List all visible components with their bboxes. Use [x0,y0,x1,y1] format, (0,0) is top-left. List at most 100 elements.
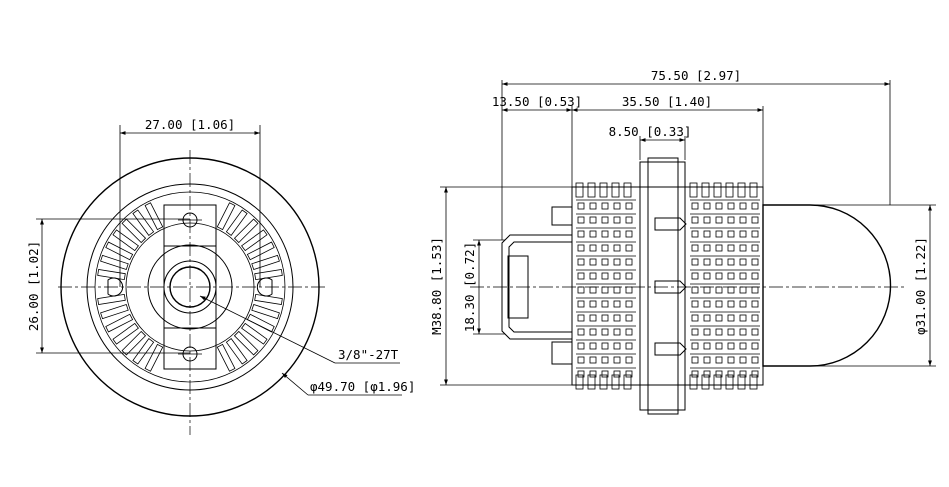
fin-cell [715,230,723,238]
fin-cell [739,370,747,378]
fin-tooth-top [725,182,734,198]
fin-cell [703,216,711,224]
radial-fin [241,322,268,345]
fin-tooth-top [749,182,758,198]
fin-tooth-top [611,182,620,198]
fin-cell [601,258,609,266]
fin-cell [703,230,711,238]
fin-cell [751,328,759,336]
fin-cell [613,300,621,308]
fin-cell [589,328,597,336]
fin-cell [625,286,633,294]
fin-cell [703,286,711,294]
fin-cell [751,356,759,364]
heatsink-ring-circle [94,191,286,383]
fin-cell [691,202,699,210]
fin-cell [727,216,735,224]
fin-cell [751,202,759,210]
fin-cell [727,286,735,294]
fin-cell [691,356,699,364]
fin-cell [751,230,759,238]
fin-cell [601,230,609,238]
fin-cell [703,356,711,364]
fin-cell [601,216,609,224]
fin-cell [739,216,747,224]
radial-fin [254,293,283,305]
fin-cell [577,314,585,322]
fin-cell [703,370,711,378]
fin-cell [703,328,711,336]
fin-cell [703,342,711,350]
fin-cell [739,244,747,252]
fin-cell [589,230,597,238]
fin-cell [613,258,621,266]
fin-tooth-top [701,182,710,198]
fin-cell [715,300,723,308]
radial-fin [225,338,248,365]
fin-cell [727,230,735,238]
fin-tooth-bottom [713,374,722,390]
fin-cell [739,314,747,322]
fin-cell [601,286,609,294]
fin-cell [727,314,735,322]
radial-fins [97,202,283,372]
radial-fin [97,269,126,281]
flange-pin-bottom [654,342,687,356]
fin-cell [613,370,621,378]
side-view: 75.50 [2.97] 13.50 [0.53] 35.50 [1.40] 8… [429,68,936,415]
fin-tooth-bottom [599,374,608,390]
fin-cell [727,202,735,210]
fin-cell [715,258,723,266]
fin-cell [613,314,621,322]
fin-tooth-bottom [737,374,746,390]
fin-cell [703,244,711,252]
fin-tooth-top [575,182,584,198]
fin-cell [625,356,633,364]
dim-flange-thickness: 8.50 [0.33] [609,124,692,139]
fin-cell [613,216,621,224]
fin-tooth-top [599,182,608,198]
fin-cell [601,202,609,210]
dim-body-length: 35.50 [1.40] [622,94,712,109]
radial-fin [233,330,259,356]
fin-cell [625,314,633,322]
radial-fin [100,303,129,320]
fin-cell [601,370,609,378]
fin-cell [589,342,597,350]
fin-cell [715,216,723,224]
radial-fin [246,313,275,333]
fin-cell [703,272,711,280]
radial-fin [254,269,283,281]
fin-inner-circle [125,222,255,352]
fin-cell [601,300,609,308]
fin-tooth-top [713,182,722,198]
diameter-callout: φ49.70 [φ1.96] [310,379,415,394]
fin-cell [715,202,723,210]
fin-cell [589,314,597,322]
radial-fin [121,218,147,244]
fin-cell [577,244,585,252]
fin-cell [715,286,723,294]
radial-fin [100,254,129,271]
fin-cell [589,216,597,224]
fin-cell [577,286,585,294]
fin-cell [577,342,585,350]
fin-tooth-bottom [611,374,620,390]
fin-cell [625,342,633,350]
fin-cell [589,258,597,266]
fin-cell [577,230,585,238]
fin-cell [691,216,699,224]
fin-cell [577,370,585,378]
fin-cell [601,356,609,364]
radial-fin [132,338,155,365]
fin-cell [727,244,735,252]
bracket-connector [507,255,529,319]
outer-flange-circle [60,157,320,417]
dim-front-height: 26.00 [1.02] [26,241,41,331]
fin-tooth-bottom [701,374,710,390]
fin-cell [715,356,723,364]
radial-fin [225,209,248,236]
fin-cell [691,258,699,266]
fin-cell [691,244,699,252]
